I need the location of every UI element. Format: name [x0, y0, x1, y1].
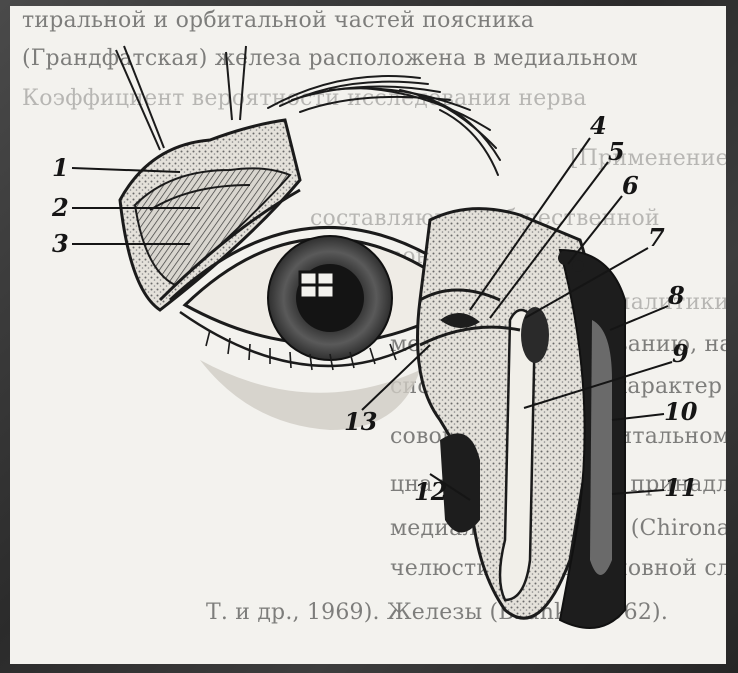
label-3: 3	[52, 229, 69, 258]
label-2: 2	[51, 193, 69, 222]
label-8: 8	[667, 281, 685, 310]
label-10: 10	[664, 397, 698, 426]
label-1: 1	[52, 153, 69, 182]
label-12: 12	[414, 477, 447, 506]
label-6: 6	[622, 171, 639, 200]
label-11: 11	[664, 473, 697, 502]
label-7: 7	[648, 223, 665, 252]
label-9: 9	[672, 339, 689, 368]
lacrimal-dissection	[418, 209, 626, 628]
label-13: 13	[344, 407, 377, 436]
label-4: 4	[590, 111, 607, 140]
label-5: 5	[608, 137, 625, 166]
eyebrow	[268, 76, 500, 175]
lower-eyelid	[200, 360, 420, 430]
